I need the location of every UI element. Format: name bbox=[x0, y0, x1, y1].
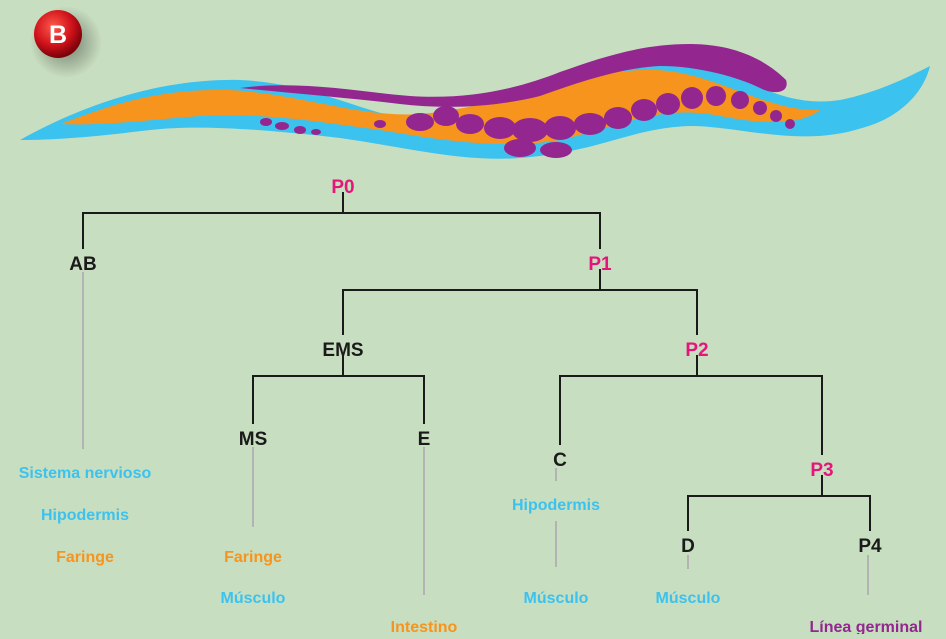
node-label-d: D bbox=[681, 536, 695, 557]
node-label-c: C bbox=[553, 450, 567, 471]
node-label-p1: P1 bbox=[588, 254, 612, 275]
figure-badge: B bbox=[30, 6, 102, 78]
node-label-e: E bbox=[418, 429, 431, 450]
node-label-p4: P4 bbox=[858, 536, 882, 557]
fate-label-c-muscle: Músculo bbox=[524, 590, 589, 607]
fate-label-ab-hypodermis: Hipodermis bbox=[41, 507, 129, 524]
worm-illustration bbox=[20, 44, 930, 159]
fate-label-c-hypodermis: Hipodermis bbox=[512, 497, 600, 514]
lineage-lines bbox=[83, 193, 870, 594]
fate-label-e-intestine: Intestino bbox=[391, 619, 458, 634]
node-label-p3: P3 bbox=[810, 460, 833, 481]
badge-letter: B bbox=[49, 21, 67, 49]
fate-label-ms-muscle: Músculo bbox=[221, 590, 286, 607]
node-label-ab: AB bbox=[69, 254, 96, 275]
worm-tissue-orange bbox=[60, 70, 820, 144]
fate-label-p4-germline: Línea germinal bbox=[810, 619, 923, 634]
node-label-p0: P0 bbox=[331, 177, 354, 198]
fate-label-ab-pharynx: Faringe bbox=[56, 549, 114, 566]
fate-label-ms-pharynx: Faringe bbox=[224, 549, 282, 566]
fate-label-ab-nervous: Sistema nervioso bbox=[19, 465, 152, 482]
fate-label-d-muscle: Músculo bbox=[656, 590, 721, 607]
node-label-p2: P2 bbox=[685, 340, 708, 361]
node-label-ems: EMS bbox=[322, 340, 363, 361]
node-label-ms: MS bbox=[239, 429, 268, 450]
